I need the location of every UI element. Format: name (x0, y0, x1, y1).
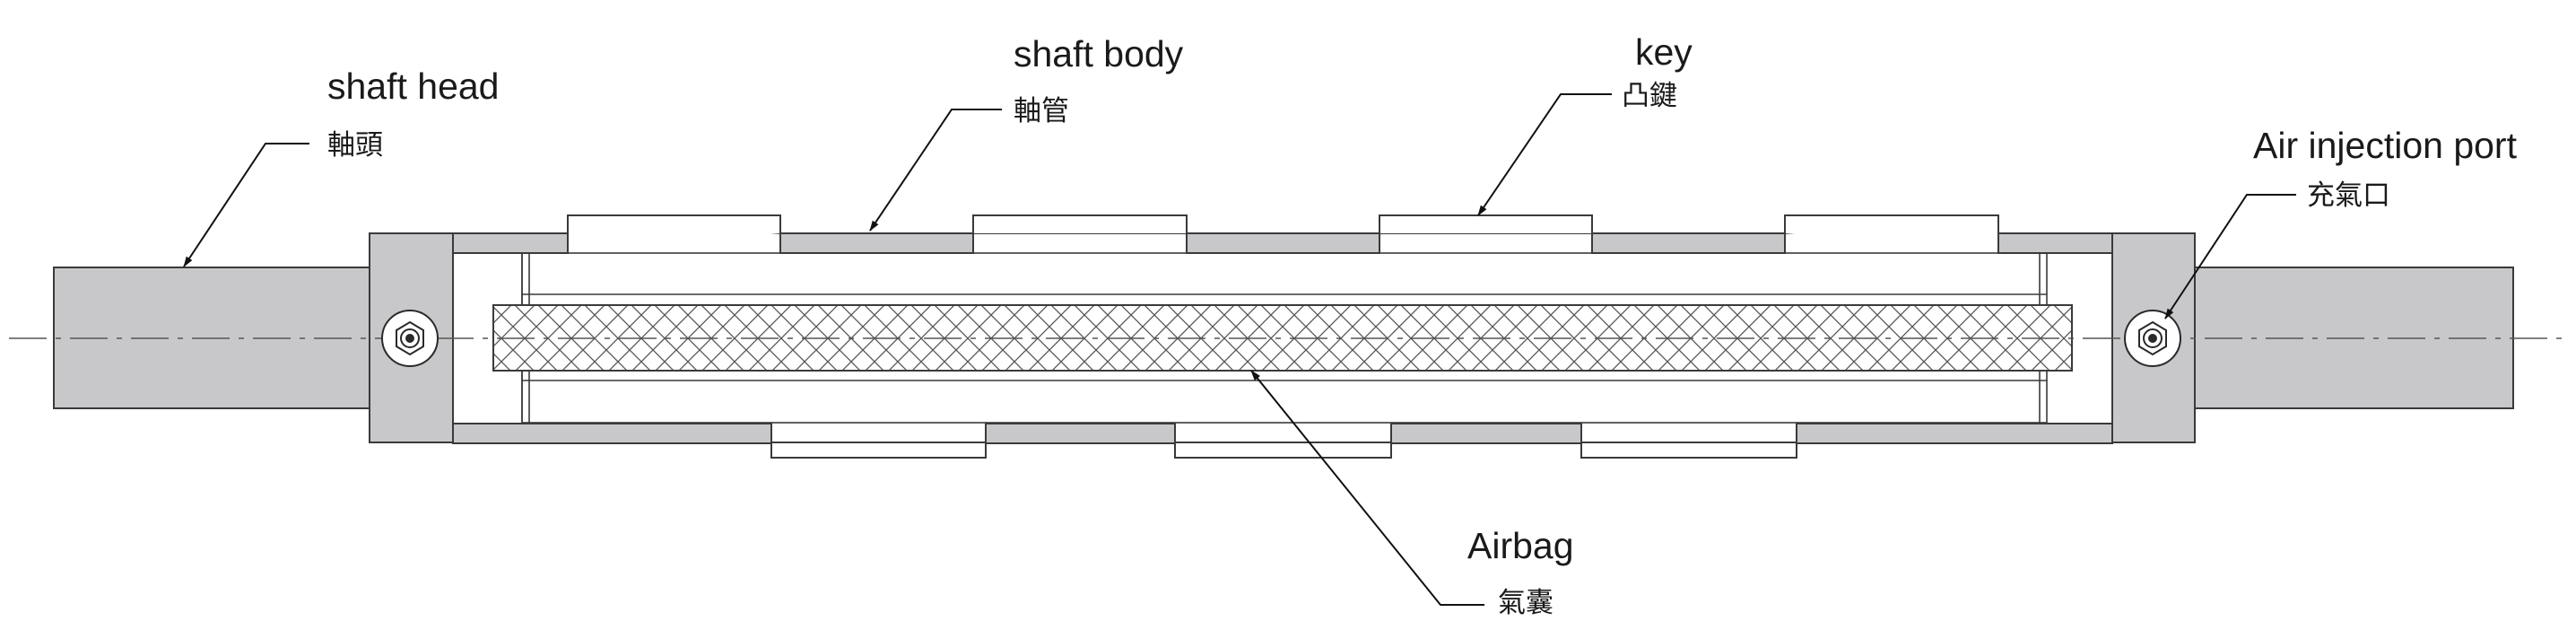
leader-key (1477, 93, 1612, 216)
label-shaft-body-zh: 軸管 (1014, 95, 1069, 127)
leader-shaft-head (183, 143, 309, 267)
label-key: key 凸鍵 (1622, 31, 1693, 112)
label-shaft-body: shaft body 軸管 (1014, 33, 1184, 127)
leader-shaft-body (869, 109, 1002, 232)
shaft-body-bottom-wall (452, 423, 2113, 444)
leader-lines (183, 93, 2296, 606)
label-shaft-body-en: shaft body (1014, 33, 1184, 74)
label-air-port-en: Air injection port (2253, 125, 2518, 166)
label-key-en: key (1635, 31, 1693, 73)
leader-air-port (2164, 194, 2296, 319)
label-shaft-head-zh: 軸頭 (327, 129, 383, 162)
label-air-injection-port: Air injection port 充氣口 (2253, 125, 2518, 212)
label-shaft-head: shaft head 軸頭 (327, 66, 500, 162)
key-top (567, 214, 1999, 253)
key-bottom (770, 424, 1797, 459)
air-injection-port-icon (2124, 310, 2181, 367)
label-shaft-head-en: shaft head (327, 66, 500, 107)
label-air-port-zh: 充氣口 (2307, 179, 2390, 212)
label-airbag-en: Airbag (1467, 525, 1574, 566)
port-fitting-left (381, 310, 439, 367)
label-key-zh: 凸鍵 (1622, 80, 1677, 112)
label-airbag-zh: 氣囊 (1498, 587, 1553, 619)
leader-airbag (1250, 370, 1484, 606)
label-airbag: Airbag 氣囊 (1467, 525, 1574, 619)
